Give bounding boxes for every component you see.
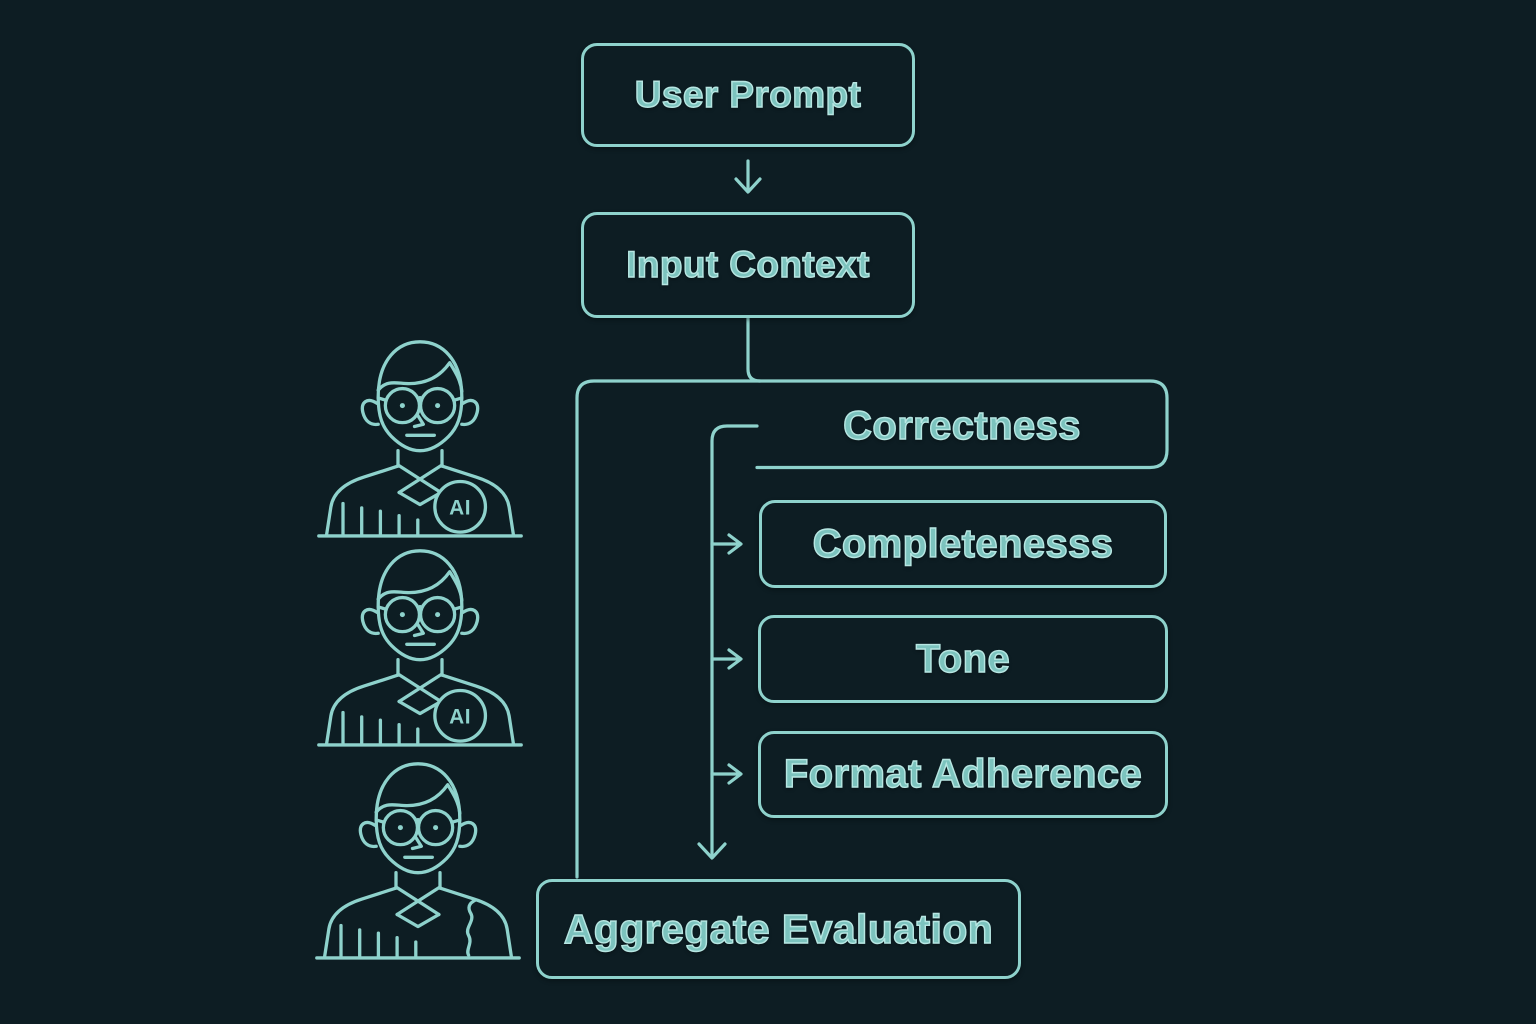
ai-badge: AI — [433, 479, 488, 534]
node-completeness-label: Completenesss — [812, 521, 1114, 566]
node-tone: Tone — [758, 615, 1168, 703]
branch-arrow-tone-icon — [710, 648, 743, 670]
node-completeness: Completenesss — [759, 500, 1167, 588]
criteria-trunk-line — [710, 424, 759, 858]
node-tone-label: Tone — [915, 636, 1011, 681]
judge-figure — [315, 762, 521, 960]
node-user-prompt: User Prompt — [581, 43, 915, 147]
ai-badge-label: AI — [449, 706, 471, 729]
ai-badge: AI — [433, 688, 488, 743]
node-user-prompt-label: User Prompt — [634, 73, 862, 115]
node-aggregate-evaluation: Aggregate Evaluation — [536, 879, 1021, 979]
ai-judge-icon-2: AI — [317, 549, 523, 747]
human-judge-icon — [315, 762, 521, 960]
ai-badge-label: AI — [449, 497, 471, 520]
connector-input-context-to-criteria — [746, 316, 762, 383]
node-format-adherence: Format Adherence — [758, 731, 1168, 818]
node-aggregate-evaluation-label: Aggregate Evaluation — [563, 905, 994, 952]
judge-figure — [317, 340, 523, 538]
branch-arrow-format-icon — [710, 763, 743, 785]
arrowhead-down-icon — [734, 177, 762, 194]
criteria-group-outline — [575, 379, 1169, 879]
node-input-context-label: Input Context — [625, 243, 870, 285]
node-input-context: Input Context — [581, 212, 915, 318]
node-correctness-label: Correctness — [842, 403, 1081, 448]
branch-arrow-completeness-icon — [710, 533, 743, 555]
node-format-adherence-label: Format Adherence — [783, 751, 1143, 796]
ai-judge-icon-1: AI — [317, 340, 523, 538]
node-correctness: Correctness — [757, 386, 1167, 466]
robe-fold-line — [465, 898, 477, 957]
judge-figure — [317, 549, 523, 747]
trunk-arrowhead-down-icon — [697, 842, 727, 860]
